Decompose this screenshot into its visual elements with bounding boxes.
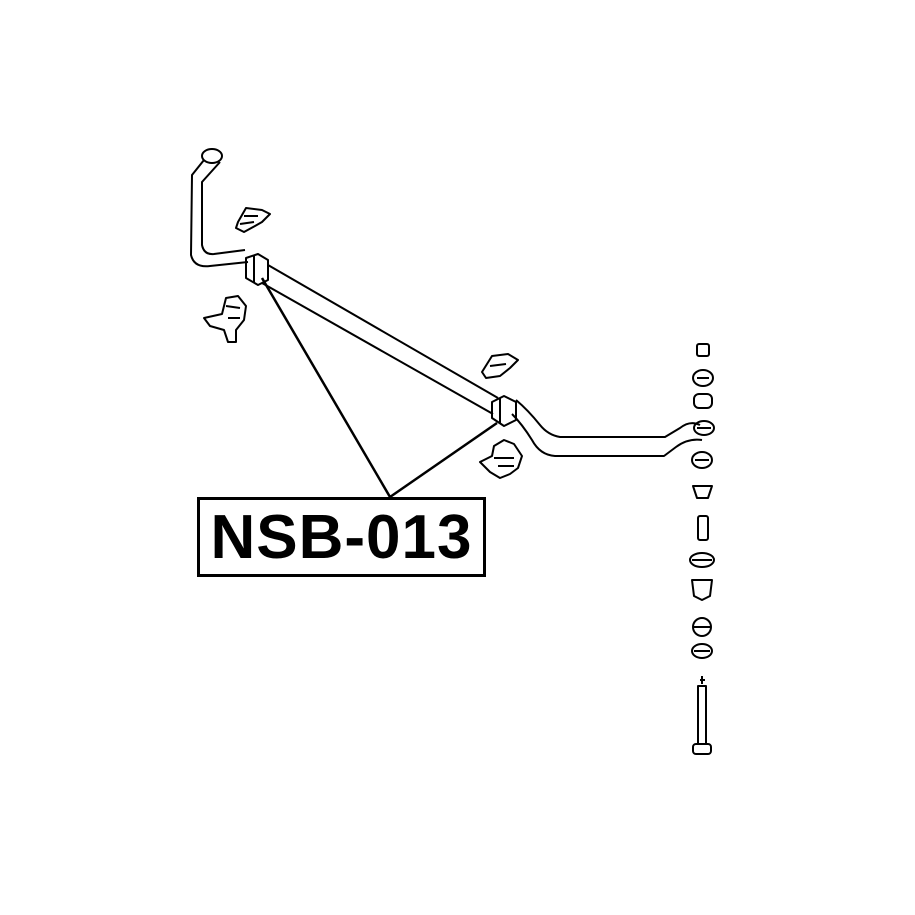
bracket-lower-right: [479, 439, 523, 479]
bracket-lower-left: [203, 295, 247, 343]
part-number-label: NSB-013: [197, 497, 486, 577]
stabilizer-bar: [190, 148, 703, 457]
stabilizer-link-stack: [689, 343, 715, 755]
bracket-upper-right: [481, 353, 519, 379]
part-number-text: NSB-013: [210, 502, 473, 572]
leader-lines: [260, 277, 498, 499]
bushing-left: [245, 253, 269, 286]
bracket-upper-left: [235, 207, 271, 233]
bushing-right: [491, 395, 517, 427]
